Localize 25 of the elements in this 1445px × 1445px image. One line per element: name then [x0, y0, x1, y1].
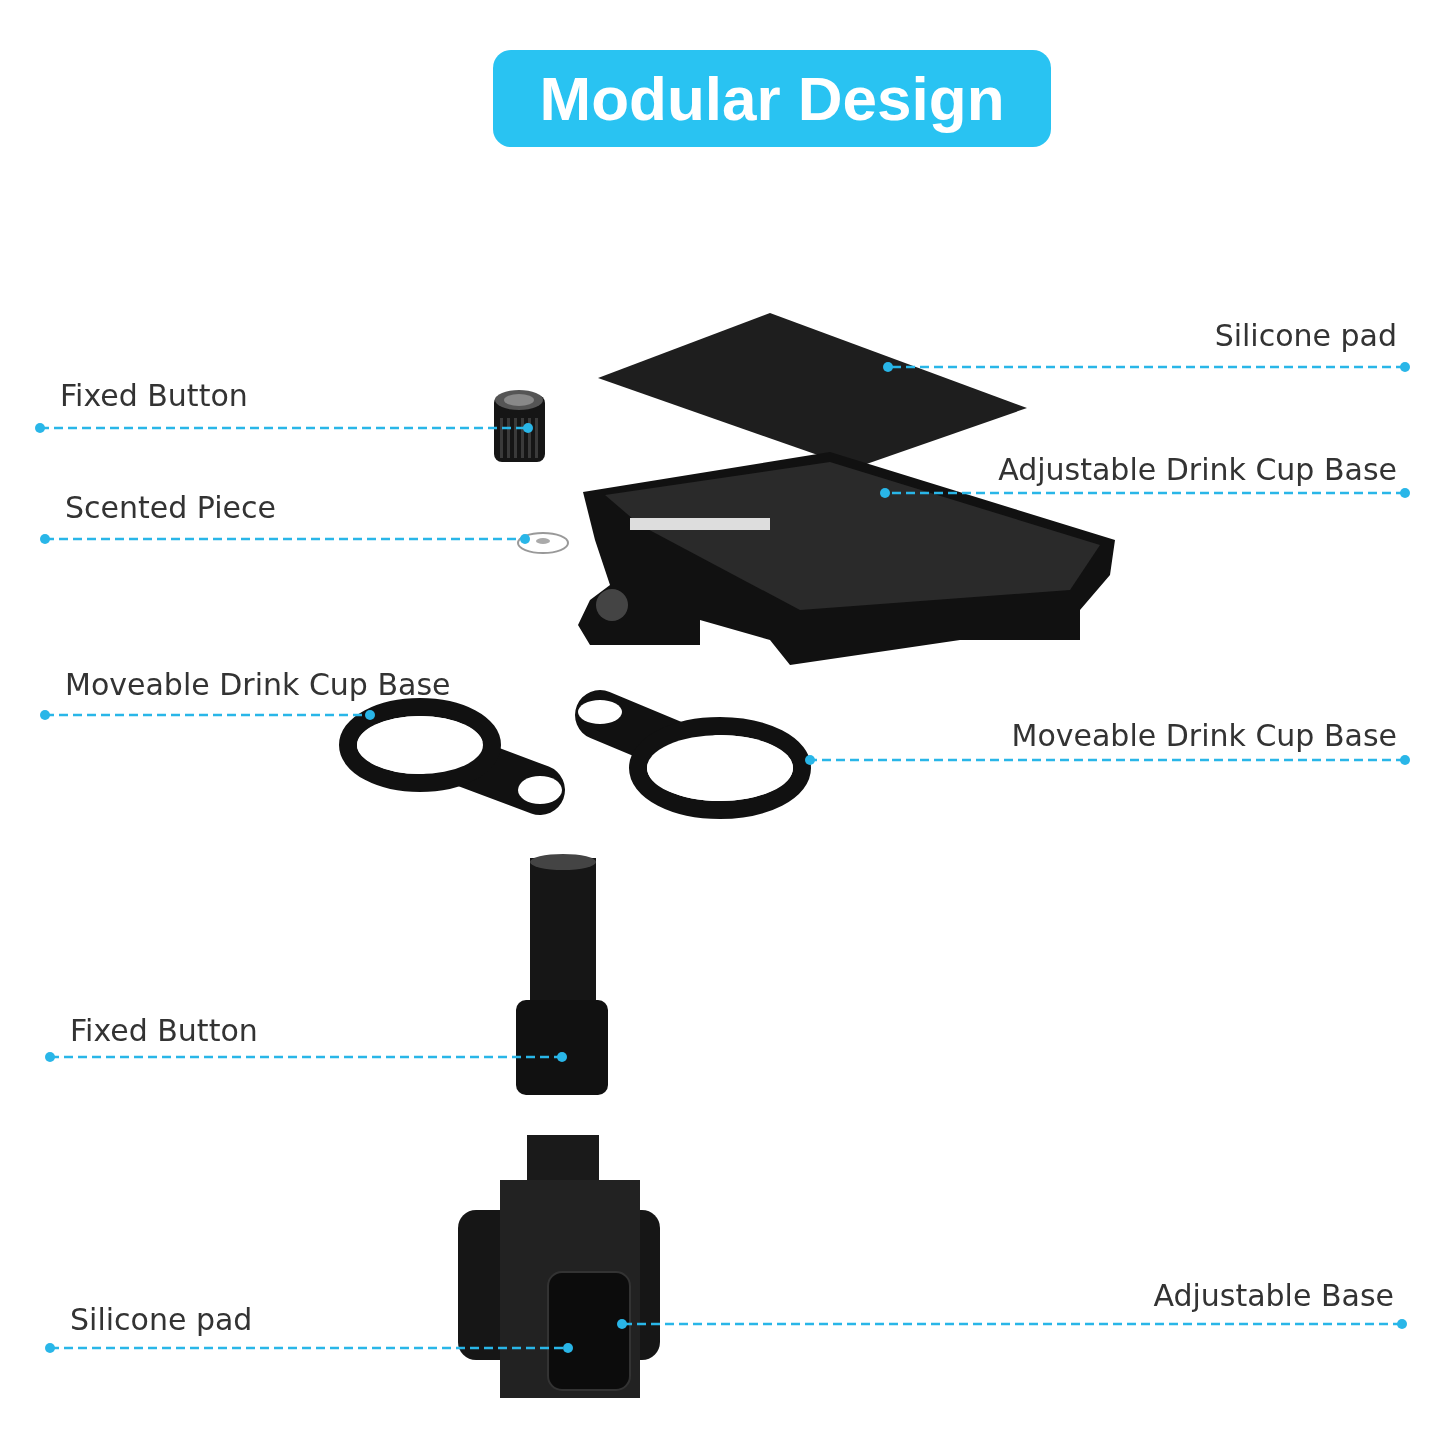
leader-line — [883, 362, 1410, 372]
leader-line — [805, 755, 1410, 765]
leader-line — [45, 1052, 567, 1062]
leader-line — [617, 1319, 1407, 1329]
part-label: Moveable Drink Cup Base — [45, 667, 470, 715]
leader-line — [35, 423, 533, 433]
part-label: Adjustable Base — [1130, 1278, 1402, 1324]
part-label: Silicone pad — [1000, 318, 1405, 367]
part-drawing — [575, 690, 811, 819]
part-drawing — [458, 1135, 660, 1398]
part-label: Scented Piece — [45, 490, 330, 539]
part-drawing — [494, 390, 545, 462]
part-drawing — [516, 854, 608, 1095]
part-label: Fixed Button — [50, 1013, 330, 1057]
title-banner: Modular Design — [493, 50, 1051, 147]
part-label: Adjustable Drink Cup Base — [960, 452, 1405, 493]
leader-line — [40, 710, 375, 720]
part-label: Silicone pad — [50, 1302, 300, 1348]
leader-line — [880, 488, 1410, 498]
part-label: Moveable Drink Cup Base — [990, 718, 1405, 760]
part-drawing — [517, 532, 569, 554]
leader-line — [40, 534, 530, 544]
part-label: Fixed Button — [40, 378, 330, 428]
leader-line — [45, 1343, 573, 1353]
part-drawing — [547, 1271, 631, 1391]
